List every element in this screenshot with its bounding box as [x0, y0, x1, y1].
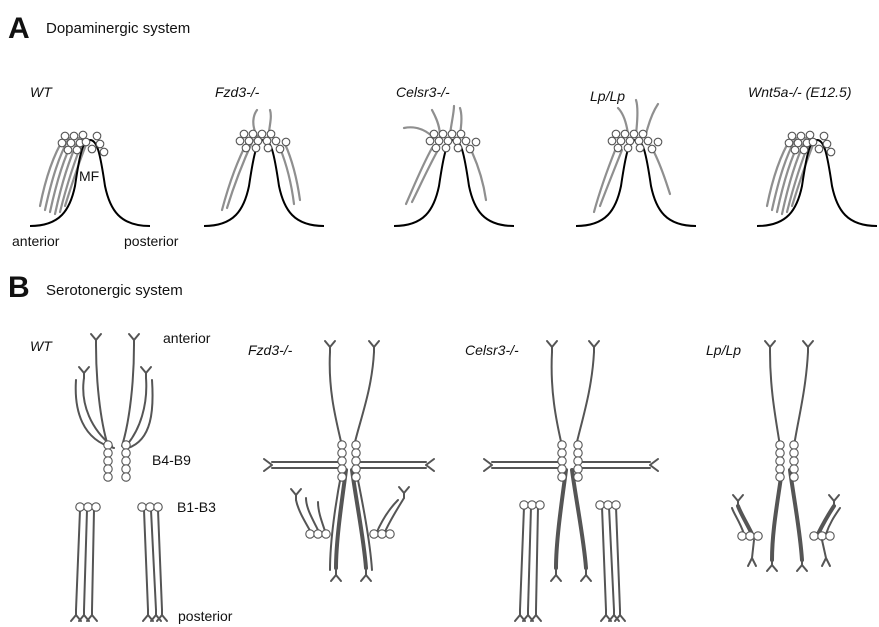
axon-terminal [79, 367, 89, 378]
panel-a-letter: A [8, 12, 30, 45]
b1-b3-cells-right [596, 501, 620, 509]
panel-a-fzd3 [204, 110, 324, 226]
b1-b3-cells-right [370, 530, 394, 538]
posterior-label-a: posterior [124, 233, 179, 249]
mf-label: MF [79, 168, 99, 184]
b4-b9-cells-right [352, 441, 360, 481]
b4-b9-cells-right [122, 441, 130, 481]
axon-terminal [803, 341, 813, 352]
axon-terminal [141, 367, 151, 378]
axon-terminal [331, 570, 341, 581]
panel-b-celsr3 [484, 341, 658, 621]
b1-b3-cells-right [138, 503, 162, 511]
axon-terminal [615, 610, 625, 621]
axon-terminal [765, 341, 775, 352]
axon-terminal [767, 560, 777, 571]
dopaminergic-axon-bundle [594, 100, 670, 212]
b1-b3-cells-left [738, 532, 762, 540]
posterior-label-b: posterior [178, 608, 233, 624]
panel-a-lp [576, 100, 696, 226]
axon-terminal [157, 610, 167, 621]
b4-b9-label: B4-B9 [152, 452, 191, 468]
genotype-label-celsr3-b: Celsr3-/- [465, 342, 519, 358]
axon-terminal [581, 570, 591, 581]
genotype-label-fzd3-b: Fzd3-/- [248, 342, 293, 358]
dopaminergic-cell-cluster [608, 130, 662, 153]
axon-terminal [291, 489, 301, 500]
axon-terminal [399, 487, 409, 498]
axon-terminal [361, 570, 371, 581]
axon-terminal [531, 610, 541, 621]
axon-terminal [87, 610, 97, 621]
axon-terminal [325, 341, 335, 352]
b1-b3-cells-left [306, 530, 330, 538]
midbrain-flexure-outline [204, 140, 324, 226]
genotype-label-celsr3-a: Celsr3-/- [396, 84, 450, 100]
panel-a-celsr3 [394, 106, 514, 226]
dopaminergic-cell-cluster [236, 130, 290, 153]
axon-terminal [129, 334, 139, 345]
panel-b-wt [71, 334, 167, 621]
dopaminergic-axon-bundle [222, 110, 300, 210]
b4-b9-cells-right [574, 441, 582, 481]
genotype-label-lp-a: Lp/Lp [590, 88, 625, 104]
b1-b3-label: B1-B3 [177, 499, 216, 515]
axon-terminal [797, 560, 807, 571]
dopaminergic-cell-cluster [426, 130, 480, 153]
b4-b9-cells-left [558, 441, 566, 481]
b4-b9-cells-left [776, 441, 784, 481]
b1-b3-cells-left [520, 501, 544, 509]
genotype-label-wt-a: WT [30, 84, 53, 100]
panel-a: A Dopaminergic system WT MF anterior pos… [8, 12, 877, 249]
panel-b-letter: B [8, 271, 30, 304]
b1-b3-cells-left [76, 503, 100, 511]
genotype-label-lp-b: Lp/Lp [706, 342, 741, 358]
genotype-label-wt-b: WT [30, 338, 53, 354]
axon-terminal [829, 495, 839, 506]
midbrain-flexure-outline [576, 140, 696, 226]
b4-b9-cells-left [104, 441, 112, 481]
b1-b3-cells-right [810, 532, 834, 540]
axon-terminal [91, 334, 101, 345]
genotype-label-wnt5a-a: Wnt5a-/- (E12.5) [748, 84, 851, 100]
panel-a-title: Dopaminergic system [46, 20, 190, 37]
axon-terminal [547, 341, 557, 352]
b4-b9-cells-left [338, 441, 346, 481]
genotype-label-fzd3-a: Fzd3-/- [215, 84, 260, 100]
panel-b: B Serotonergic system [8, 271, 840, 624]
axon-terminal [589, 341, 599, 352]
anterior-label-b: anterior [163, 330, 211, 346]
panel-b-title: Serotonergic system [46, 282, 183, 299]
panel-b-fzd3 [264, 341, 434, 581]
axon-terminal [733, 495, 743, 506]
b4-b9-cells-right [790, 441, 798, 481]
midbrain-flexure-outline [757, 140, 877, 226]
panel-a-wnt5a [757, 131, 877, 226]
axon-terminal [551, 570, 561, 581]
anterior-label-a: anterior [12, 233, 60, 249]
panel-b-lp [732, 341, 840, 571]
axon-terminal [369, 341, 379, 352]
midbrain-flexure-outline [394, 140, 514, 226]
